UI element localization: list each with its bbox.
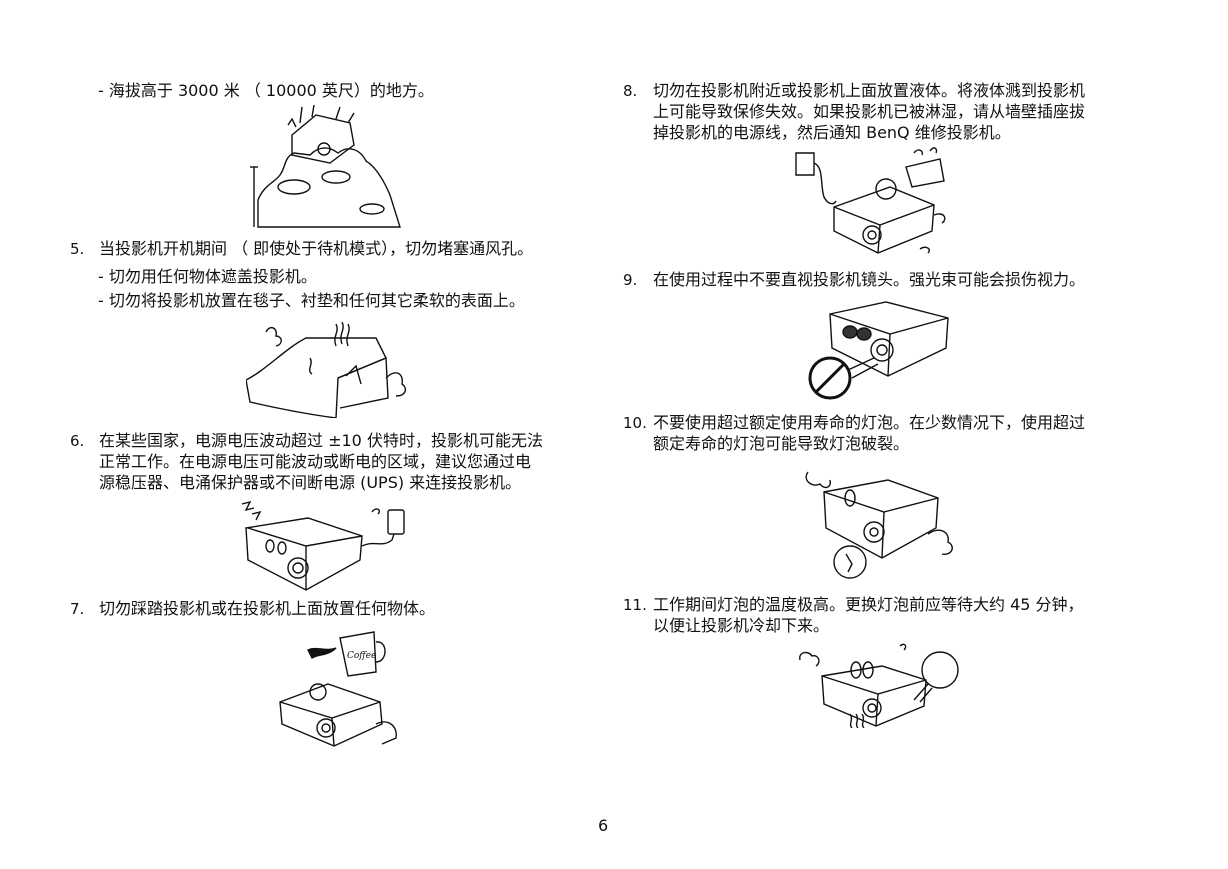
illustration-do-not-look-into-lens	[806, 298, 952, 402]
item-5-text: 当投影机开机期间 （ 即使处于待机模式），切勿堵塞通风孔。	[99, 239, 534, 258]
item-6-line-1: 在某些国家，电源电压波动超过 ±10 伏特时，投影机可能无法	[99, 431, 543, 450]
item-6-line-2: 正常工作。在电源电压可能波动或断电的区域，建议您通过电	[99, 452, 532, 471]
item-10-line-1: 不要使用超过额定使用寿命的灯泡。在少数情况下，使用超过	[653, 413, 1086, 432]
item-11-line-1: 工作期间灯泡的温度极高。更换灯泡前应等待大约 45 分钟，	[653, 595, 1084, 614]
item-11-line-2: 以便让投影机冷却下来。	[653, 616, 830, 635]
bullet-altitude: - 海拔高于 3000 米 （ 10000 英尺）的地方。	[98, 81, 434, 100]
item-8-line-1: 切勿在投影机附近或投影机上面放置液体。将液体溅到投影机	[653, 81, 1086, 100]
item-10-line-2: 额定寿命的灯泡可能导致灯泡破裂。	[653, 434, 910, 453]
item-9-number: 9.	[623, 271, 638, 289]
item-11-number: 11.	[623, 596, 647, 614]
item-5-sub-2: - 切勿将投影机放置在毯子、衬垫和任何其它柔软的表面上。	[98, 291, 525, 310]
item-6-number: 6.	[70, 432, 85, 450]
illustration-object-on-projector: Coffee	[278, 628, 408, 748]
item-5-number: 5.	[70, 240, 85, 258]
item-7-text: 切勿踩踏投影机或在投影机上面放置任何物体。	[99, 599, 436, 618]
illustration-covered-projector	[246, 318, 411, 418]
item-8-line-3: 掉投影机的电源线，然后通知 BenQ 维修投影机。	[653, 123, 1011, 142]
item-8-line-2: 上可能导致保修失效。如果投影机已被淋湿，请从墙壁插座拔	[653, 102, 1086, 121]
illustration-high-altitude	[250, 105, 405, 230]
illustration-lamp-rupture	[798, 462, 958, 582]
coffee-cup-label: Coffee	[347, 651, 377, 661]
illustration-liquid-near-projector	[794, 145, 954, 263]
page-number: 6	[598, 816, 609, 835]
illustration-power-fluctuation	[242, 500, 412, 592]
item-10-number: 10.	[623, 414, 647, 432]
item-7-number: 7.	[70, 600, 85, 618]
item-5-sub-1: - 切勿用任何物体遮盖投影机。	[98, 267, 317, 286]
illustration-hot-lamp-cooling	[796, 640, 962, 728]
item-9-text: 在使用过程中不要直视投影机镜头。强光束可能会损伤视力。	[653, 270, 1086, 289]
item-6-line-3: 源稳压器、电涌保护器或不间断电源 (UPS) 来连接投影机。	[99, 473, 522, 492]
item-8-number: 8.	[623, 82, 638, 100]
